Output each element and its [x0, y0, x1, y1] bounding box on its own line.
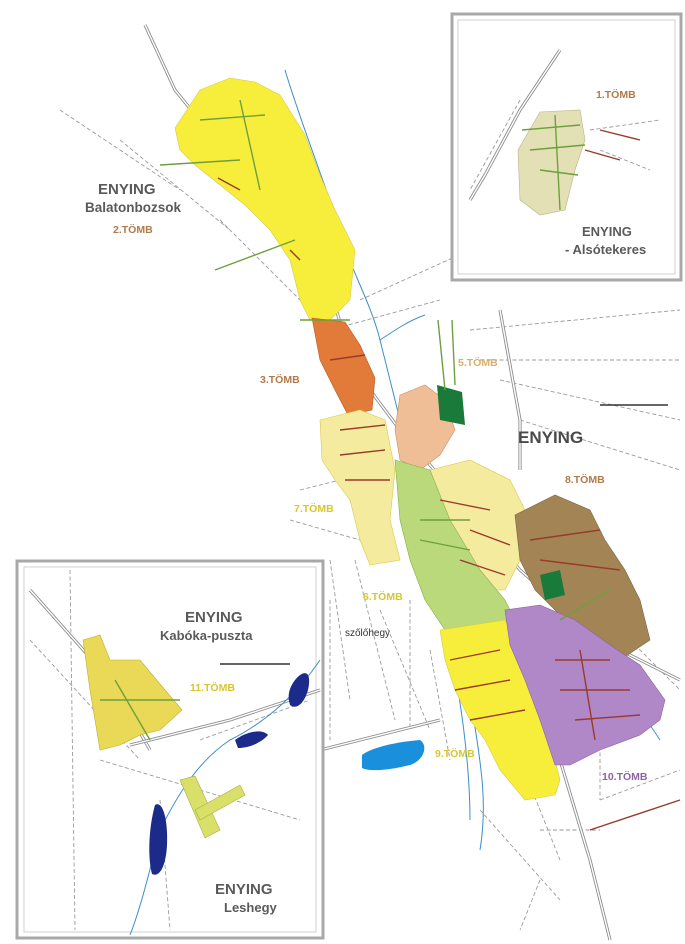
label-enying-alsotekeres: ENYING [582, 224, 632, 239]
park-8 [540, 570, 565, 600]
inset-kaboka-leshegy[interactable]: ENYING Kabóka-puszta 11.TÖMB ENYING Lesh… [15, 559, 325, 940]
block-11-area [82, 634, 183, 751]
block-2-area [174, 77, 356, 321]
label-block-11: 11.TÖMB [190, 681, 235, 694]
label-alsotekeres: - Alsótekeres [565, 242, 646, 257]
lake-kaboka-1 [288, 673, 310, 707]
label-enying-balatonbozsok: ENYING [98, 181, 156, 198]
label-block-1: 1.TÖMB [596, 88, 636, 101]
label-block-8: 8.TÖMB [565, 473, 605, 486]
block-8-area [514, 494, 651, 661]
lake-main [362, 740, 425, 771]
label-block-5: 5.TÖMB [458, 356, 498, 369]
label-block-9: 9.TÖMB [435, 747, 475, 760]
label-enying-main: ENYING [518, 428, 583, 447]
label-block-2: 2.TÖMB [113, 223, 153, 236]
block-west-strip [319, 409, 401, 566]
park-5 [437, 385, 465, 425]
label-enying-leshegy: ENYING [215, 881, 273, 898]
block-1-area [517, 109, 586, 216]
lake-kaboka-2 [235, 731, 268, 748]
inset-alsotekeres[interactable]: 1.TÖMB ENYING - Alsótekeres [450, 12, 683, 282]
block-3-area [311, 317, 376, 416]
label-szolohegy: szőlőhegy [345, 628, 390, 639]
label-block-7: 7.TÖMB [294, 502, 334, 515]
label-leshegy: Leshegy [224, 900, 278, 915]
block-10-area [504, 604, 666, 766]
streets [159, 99, 681, 831]
label-block-6: 6.TÖMB [363, 590, 403, 603]
label-block-10: 10.TÖMB [602, 770, 648, 783]
block-11-strip-2 [194, 784, 246, 821]
block-areas [174, 77, 666, 801]
label-block-3: 3.TÖMB [260, 373, 300, 386]
label-enying-kaboka: ENYING [185, 609, 243, 626]
label-balatonbozsok: Balatonbozsok [85, 200, 182, 215]
lake-leshegy [149, 804, 168, 875]
label-kaboka-puszta: Kabóka-puszta [160, 628, 253, 643]
